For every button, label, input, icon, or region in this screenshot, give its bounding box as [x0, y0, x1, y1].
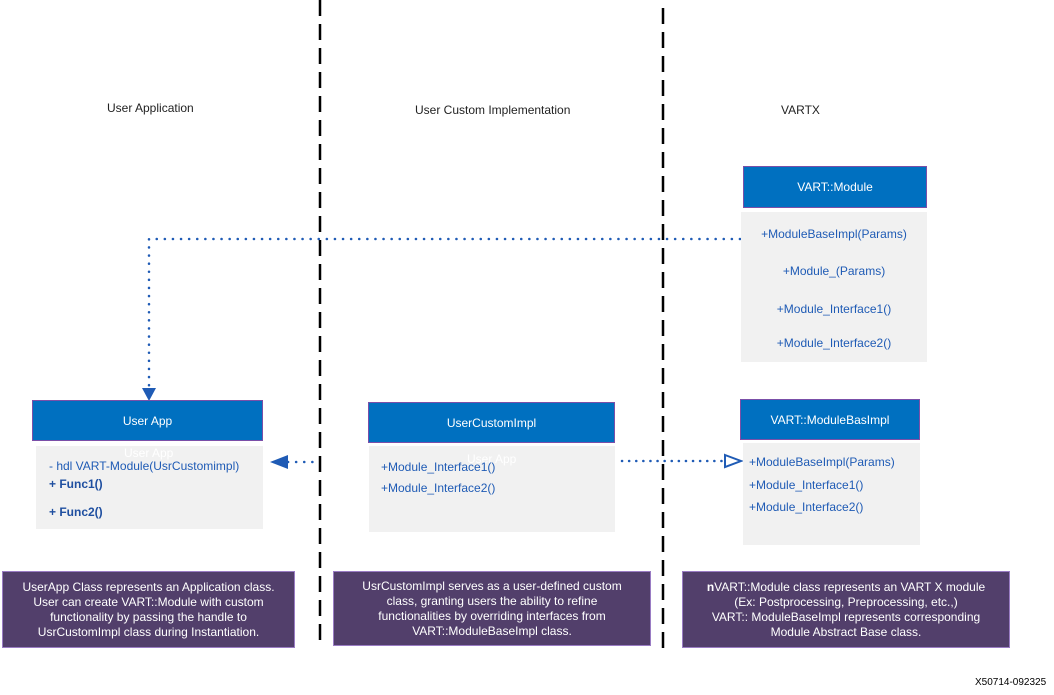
lane-title-user-custom-implementation: User Custom Implementation	[415, 103, 571, 117]
member: +Module_Interface2()	[776, 336, 892, 350]
note-vart: nVART::Module class represents an VART X…	[682, 571, 1010, 648]
member: +Module_Interface1()	[749, 478, 864, 492]
user-app-body: User App - hdl VART-Module(UsrCustomimpl…	[36, 446, 263, 529]
note-line: UsrCustomImpl serves as a user-defined c…	[362, 578, 622, 593]
note-line: VART::ModuleBaseImpl class.	[412, 623, 572, 638]
note-user-custom-impl: UsrCustomImpl serves as a user-defined c…	[333, 571, 651, 646]
lane-title-vartx: VARTX	[781, 103, 820, 117]
member: - hdl VART-Module(UsrCustomimpl)	[49, 459, 240, 473]
vart-module-header: VART::Module	[743, 166, 927, 208]
hollow-triangle-arrowhead	[724, 453, 744, 469]
member: + Func2()	[49, 505, 103, 519]
member: +Module_Interface2()	[749, 500, 864, 514]
user-custom-impl-body: User App +Module_Interface1() +Module_In…	[369, 446, 615, 532]
member: +Module_Interface1()	[776, 302, 892, 316]
member: +ModuleBaseImpl(Params)	[749, 455, 895, 469]
lane-title-user-application: User Application	[107, 101, 194, 115]
note-line: class, granting users the ability to ref…	[386, 593, 598, 608]
figure-id: X50714-092325	[975, 677, 1047, 688]
note-user-app: UserApp Class represents an Application …	[2, 571, 295, 648]
member: +Module_Interface1()	[381, 460, 496, 474]
vart-module-base-impl-body: +ModuleBaseImpl(Params) +Module_Interfac…	[743, 443, 920, 545]
note-line: (Ex: Postprocessing, Preprocessing, etc.…	[734, 594, 958, 609]
user-app-header: User App	[32, 400, 263, 441]
member: +ModuleBaseImpl(Params)	[761, 227, 907, 241]
arrowhead-down	[142, 388, 156, 401]
member: +Module_(Params)	[782, 264, 886, 278]
note-line: functionalities by overriding interfaces…	[378, 608, 606, 623]
note-line: functionality by passing the handle to	[50, 609, 247, 624]
note-line: User can create VART::Module with custom	[33, 594, 264, 609]
member: +Module_Interface2()	[381, 481, 496, 495]
member: + Func1()	[49, 477, 103, 491]
note-line: nVART::Module class represents an VART X…	[707, 580, 985, 595]
ghost-label: User App	[467, 452, 517, 466]
note-line: UserApp Class represents an Application …	[22, 579, 275, 594]
vart-module-body: +ModuleBaseImpl(Params) +Module_(Params)…	[741, 212, 927, 362]
note-line: UsrCustomImpl class during Instantiation…	[37, 624, 260, 639]
note-prefix: n	[706, 579, 715, 594]
arrowhead-left	[270, 455, 288, 469]
dependency-line-module-to-userapp	[147, 237, 742, 392]
ghost-label: User App	[124, 446, 174, 460]
user-custom-impl-header: UserCustomImpl	[368, 402, 615, 443]
note-text: VART::Module class represents an VART X …	[714, 579, 986, 594]
note-line: VART:: ModuleBaseImpl represents corresp…	[711, 609, 981, 624]
note-line: Module Abstract Base class.	[770, 624, 922, 639]
vart-module-base-impl-header: VART::ModuleBasImpl	[740, 399, 920, 440]
